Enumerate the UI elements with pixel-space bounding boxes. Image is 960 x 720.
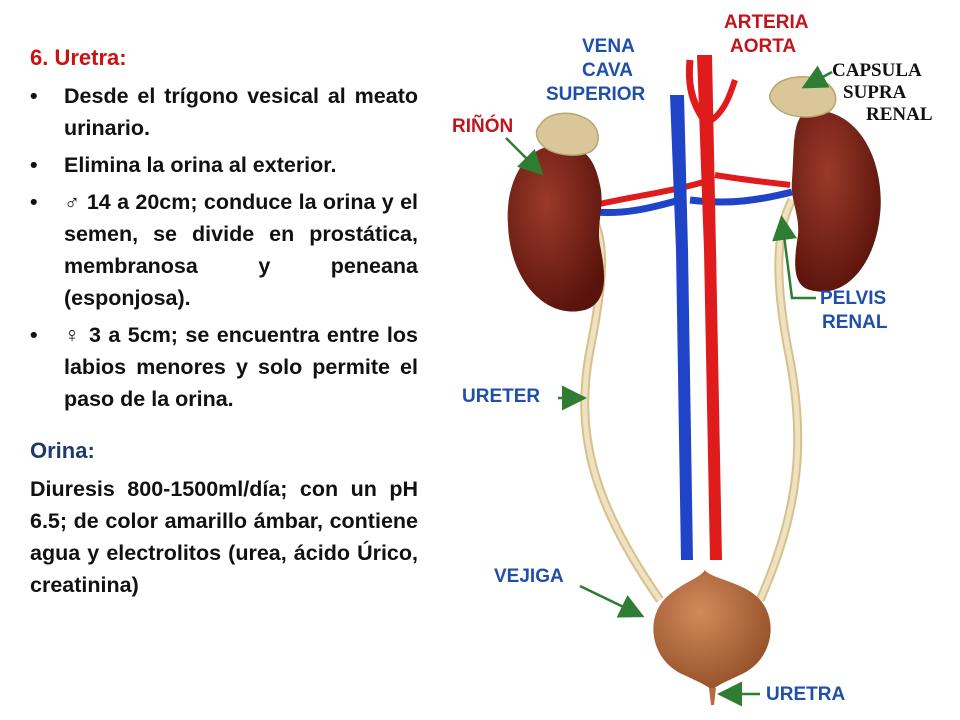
uretra-list: •Desde el trígono vesical al meato urina… (30, 80, 418, 415)
arrow-pelvis (772, 215, 816, 300)
left-kidney (507, 145, 605, 312)
label-renal: RENAL (822, 312, 888, 333)
label-capsula: CAPSULA (832, 60, 922, 81)
right-kidney (791, 110, 881, 292)
label-renal-capsula: RENAL (866, 104, 933, 125)
aorta-branch (710, 79, 738, 123)
arrow-rinon (505, 137, 544, 176)
text-column: 6. Uretra: •Desde el trígono vesical al … (30, 42, 418, 601)
left-renal-vein (594, 196, 681, 217)
left-renal-artery (594, 177, 711, 208)
label-uretra: URETRA (766, 684, 845, 705)
uretra-title: 6. Uretra: (30, 45, 127, 70)
label-ureter: URETER (462, 386, 540, 407)
urinary-system-diagram: ARTERIA AORTA VENA CAVA SUPERIOR CAPSULA… (452, 12, 933, 707)
label-rinon: RIÑÓN (452, 115, 513, 137)
bullet-dot: • (30, 84, 38, 108)
label-supra: SUPRA (843, 82, 907, 103)
bullet-dot: • (30, 323, 38, 347)
label-cava: CAVA (582, 60, 633, 81)
orina-title: Orina: (30, 438, 95, 463)
label-superior: SUPERIOR (546, 84, 646, 105)
right-adrenal-gland (768, 76, 837, 118)
list-item: •Elimina la orina al exterior. (30, 149, 418, 181)
list-item: •Desde el trígono vesical al meato urina… (30, 80, 418, 144)
left-adrenal-gland (535, 112, 599, 156)
right-renal-artery (714, 172, 791, 188)
bladder (653, 570, 771, 690)
bullet-dot: • (30, 190, 38, 214)
label-vena: VENA (582, 36, 635, 57)
label-vejiga: VEJIGA (494, 566, 564, 587)
arrow-capsula (801, 65, 833, 89)
aorta (697, 55, 722, 560)
aorta-branch (685, 59, 707, 123)
list-item: •♀ 3 a 5cm; se encuentra entre los labio… (30, 319, 418, 415)
urethra (709, 688, 716, 705)
vena-cava (670, 95, 693, 560)
label-pelvis: PELVIS (820, 288, 886, 309)
label-arteria: ARTERIA (724, 12, 809, 33)
orina-paragraph: Diuresis 800-1500ml/día; con un pH 6.5; … (30, 477, 418, 597)
bullet-dot: • (30, 153, 38, 177)
label-aorta: AORTA (730, 36, 796, 57)
right-ureter-core (757, 198, 801, 602)
list-item: •♂ 14 a 20cm; conduce la orina y el seme… (30, 186, 418, 314)
arrow-vejiga (579, 584, 645, 618)
